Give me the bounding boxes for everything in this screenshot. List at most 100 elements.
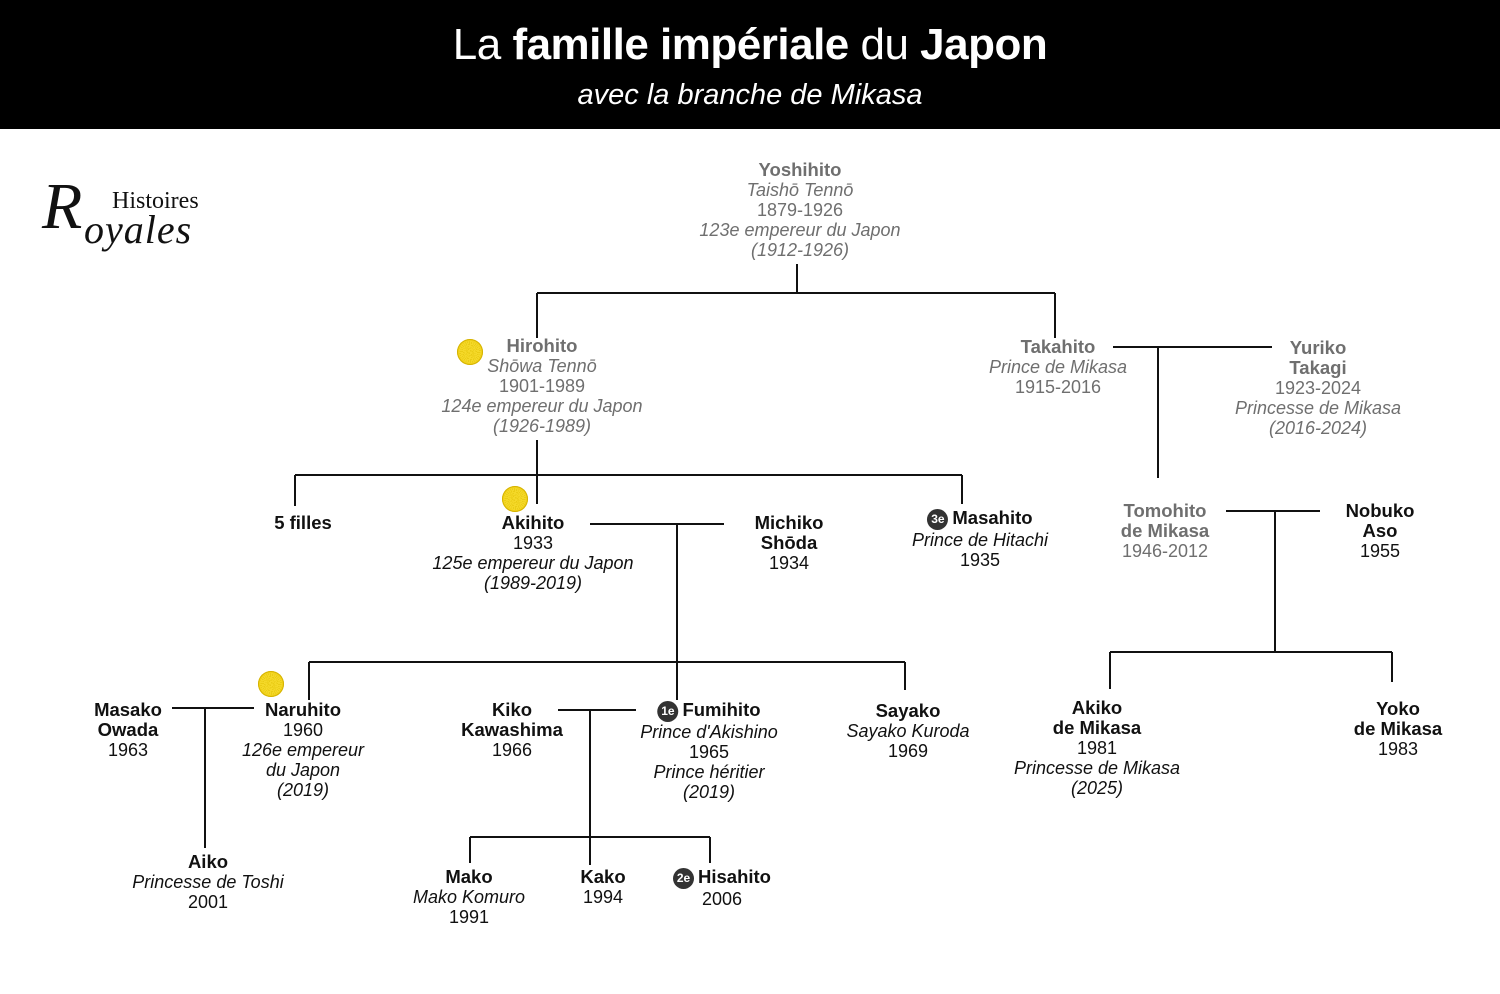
person-dates: 1966 bbox=[491, 740, 533, 760]
person-name: Yoshihito bbox=[758, 159, 842, 180]
person-name: Naruhito bbox=[264, 699, 342, 720]
person-name: Akiko bbox=[1071, 697, 1123, 718]
person-name: Sayako bbox=[875, 700, 941, 721]
person-dates: 2006 bbox=[701, 889, 743, 909]
title-part: du bbox=[848, 20, 921, 69]
page-title: La famille impériale du Japon bbox=[0, 18, 1500, 72]
person-masako-owada: Masako Owada 1963 bbox=[94, 699, 162, 761]
person-naruhito: Naruhito 1960 126e empereur du Japon (20… bbox=[241, 699, 365, 801]
person-name: Hirohito bbox=[506, 335, 578, 356]
person-reign: (1926-1989) bbox=[492, 416, 592, 436]
chrysanthemum-icon bbox=[457, 339, 483, 365]
person-surname: de Mikasa bbox=[1120, 520, 1210, 541]
person-title: Taishō Tennō bbox=[746, 180, 854, 200]
person-name: Michiko bbox=[754, 512, 824, 533]
person-title: Prince de Hitachi bbox=[911, 530, 1049, 550]
person-dates: 1991 bbox=[448, 907, 490, 927]
person-title: Shōwa Tennō bbox=[487, 356, 597, 376]
person-takahito: Takahito Prince de Mikasa 1915-2016 bbox=[988, 336, 1128, 398]
person-dates: 1960 bbox=[282, 720, 324, 740]
person-nobuko-aso: Nobuko Aso 1955 bbox=[1345, 500, 1415, 562]
person-name: Yuriko bbox=[1289, 337, 1347, 358]
person-dates: 1955 bbox=[1359, 541, 1401, 561]
person-dates: 1879-1926 bbox=[756, 200, 844, 220]
person-kako: Kako 1994 bbox=[580, 866, 626, 908]
person-surname: de Mikasa bbox=[1353, 718, 1443, 739]
person-name: Takahito bbox=[1020, 336, 1096, 357]
person-title: Princesse de Mikasa bbox=[1234, 398, 1402, 418]
person-dates: 1994 bbox=[582, 887, 624, 907]
person-name: Masahito bbox=[952, 507, 1033, 528]
person-surname: Aso bbox=[1362, 520, 1398, 541]
person-name: Hisahito bbox=[698, 866, 771, 887]
person-name: Kiko bbox=[491, 699, 533, 720]
person-reign: (1912-1926) bbox=[750, 240, 850, 260]
person-reign: (1989-2019) bbox=[483, 573, 583, 593]
page-subtitle: avec la branche de Mikasa bbox=[577, 79, 923, 111]
person-surname: Takagi bbox=[1289, 357, 1347, 378]
person-role: 126e empereur bbox=[241, 740, 365, 760]
person-name: Nobuko bbox=[1345, 500, 1415, 521]
person-surname: de Mikasa bbox=[1052, 717, 1142, 738]
person-name: Mako bbox=[445, 866, 493, 887]
person-reign: (2019) bbox=[682, 782, 736, 802]
person-role: 124e empereur du Japon bbox=[441, 396, 643, 416]
person-akiko-de-mikasa: Akiko de Mikasa 1981 Princesse de Mikasa… bbox=[1013, 697, 1181, 799]
person-reign: (2025) bbox=[1070, 778, 1124, 798]
title-part: La bbox=[452, 20, 513, 69]
chrysanthemum-icon bbox=[258, 671, 284, 697]
person-dates: 1935 bbox=[959, 550, 1001, 570]
title-part: famille impériale bbox=[512, 20, 849, 69]
person-dates: 1969 bbox=[887, 741, 929, 761]
person-yoko-de-mikasa: Yoko de Mikasa 1983 bbox=[1353, 698, 1443, 760]
person-dates: 1946-2012 bbox=[1121, 541, 1209, 561]
succession-rank-badge: 3e bbox=[927, 509, 949, 530]
person-name: Akihito bbox=[501, 512, 565, 533]
logo-r: R bbox=[42, 170, 83, 243]
person-aiko: Aiko Princesse de Toshi 2001 bbox=[132, 852, 283, 913]
succession-rank-badge: 2e bbox=[673, 868, 695, 889]
person-sayako: Sayako Sayako Kuroda 1969 bbox=[846, 700, 969, 762]
person-5-filles: 5 filles bbox=[274, 513, 332, 533]
person-dates: 1923-2024 bbox=[1274, 378, 1362, 398]
person-akihito: Akihito 1933 125e empereur du Japon (198… bbox=[432, 512, 633, 594]
person-tomohito: Tomohito de Mikasa 1946-2012 bbox=[1120, 501, 1210, 562]
person-dates: 1934 bbox=[768, 553, 810, 573]
person-mako: Mako Mako Komuro 1991 bbox=[412, 866, 526, 928]
title-banner: La famille impériale du Japon avec la br… bbox=[0, 0, 1500, 129]
person-dates: 1965 bbox=[688, 742, 730, 762]
title-part: Japon bbox=[920, 20, 1048, 69]
person-dates: 1983 bbox=[1377, 739, 1419, 759]
person-dates: 1933 bbox=[512, 533, 554, 553]
person-title: Princesse de Mikasa bbox=[1013, 758, 1181, 778]
person-role: 123e empereur du Japon bbox=[699, 220, 901, 240]
person-yoshihito: Yoshihito Taishō Tennō 1879-1926 123e em… bbox=[699, 159, 901, 261]
person-dates: 1901-1989 bbox=[498, 376, 586, 396]
person-title: Prince d'Akishino bbox=[640, 722, 778, 742]
person-married-name: Mako Komuro bbox=[412, 887, 526, 907]
person-hirohito: Hirohito Shōwa Tennō 1901-1989 124e empe… bbox=[441, 335, 643, 437]
person-role: Prince héritier bbox=[653, 762, 765, 782]
person-dates: 1915-2016 bbox=[1014, 377, 1102, 397]
person-surname: Kawashima bbox=[461, 719, 563, 740]
logo-royales: oyales bbox=[84, 207, 193, 252]
logo-histoires: Histoires bbox=[112, 188, 199, 214]
person-surname: Owada bbox=[97, 719, 159, 740]
person-name: Masako bbox=[94, 699, 162, 720]
person-name: Fumihito bbox=[682, 699, 761, 720]
person-michiko-shoda: Michiko Shōda 1934 bbox=[754, 512, 824, 574]
person-reign: (2019) bbox=[276, 780, 330, 800]
person-name: Kako bbox=[580, 866, 626, 887]
person-surname: Shōda bbox=[760, 532, 818, 553]
person-reign: (2016-2024) bbox=[1268, 418, 1368, 438]
person-name: Yoko bbox=[1376, 698, 1420, 719]
person-kiko-kawashima: Kiko Kawashima 1966 bbox=[461, 699, 563, 761]
person-yuriko-takagi: Yuriko Takagi 1923-2024 Princesse de Mik… bbox=[1234, 337, 1402, 439]
succession-rank-badge: 1e bbox=[657, 701, 679, 722]
person-dates: 1981 bbox=[1076, 738, 1118, 758]
person-title: Prince de Mikasa bbox=[988, 357, 1128, 377]
histoires-royales-logo: R Histoires oyales bbox=[40, 172, 220, 258]
